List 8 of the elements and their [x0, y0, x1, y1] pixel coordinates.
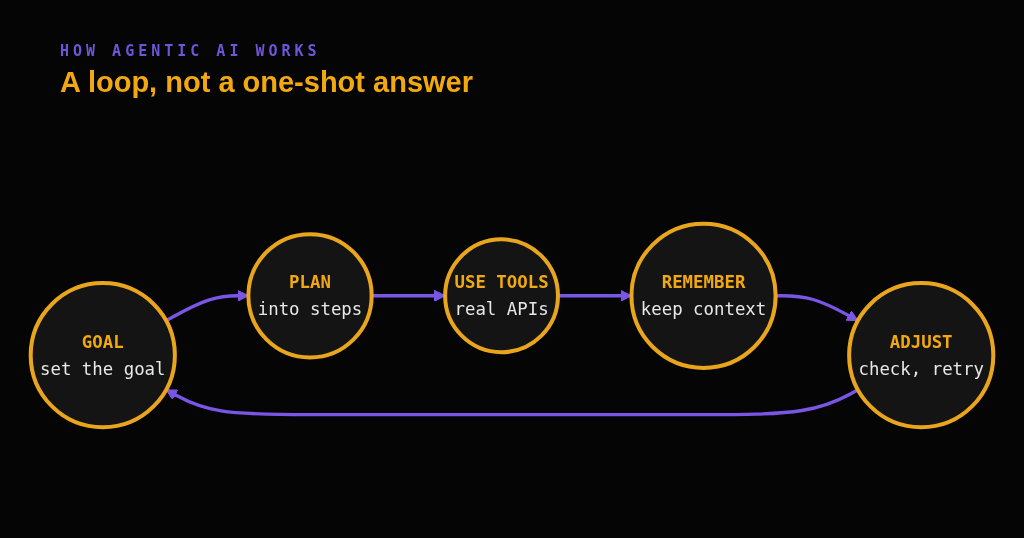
kicker-text: HOW AGENTIC AI WORKS	[60, 42, 322, 60]
node-circle: ADJUST check, retry	[847, 281, 996, 430]
node-circle: USE TOOLS real APIs	[443, 237, 560, 355]
diagram-title: A loop, not a one-shot answer	[60, 66, 473, 99]
arrow	[165, 388, 859, 417]
node-circle: REMEMBER keep context	[629, 221, 778, 370]
node-circle: GOAL set the goal	[28, 281, 177, 430]
node-circle: PLAN into steps	[246, 232, 374, 360]
